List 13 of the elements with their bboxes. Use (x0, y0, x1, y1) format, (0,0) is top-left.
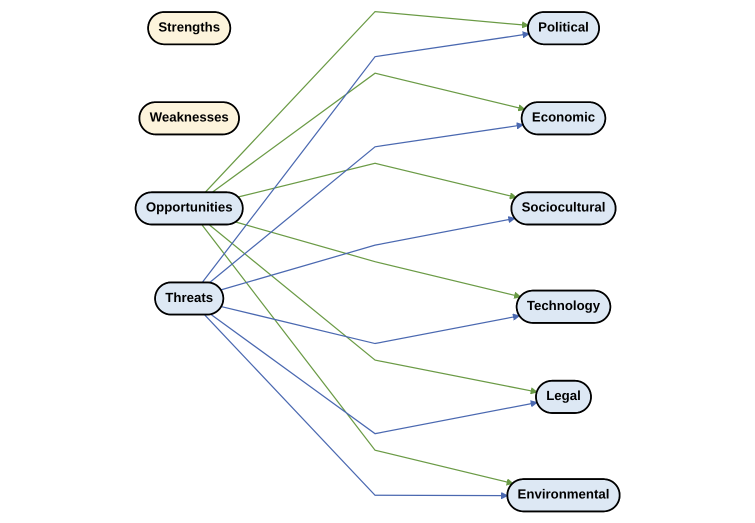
diagram: Strengths Weaknesses Opportunities Threats Political Economic Sociocultural Technology Legal Environmental (128, 5, 626, 518)
arrow (201, 224, 514, 486)
arrow (208, 224, 538, 394)
arrow (236, 222, 521, 299)
arrow (211, 72, 526, 194)
arrow (210, 314, 538, 434)
arrow (201, 31, 530, 284)
arrow (204, 10, 529, 194)
arrow (238, 162, 517, 200)
arrow (204, 314, 508, 500)
arrow (220, 216, 516, 290)
arrow (208, 122, 524, 284)
arrow (221, 306, 520, 344)
